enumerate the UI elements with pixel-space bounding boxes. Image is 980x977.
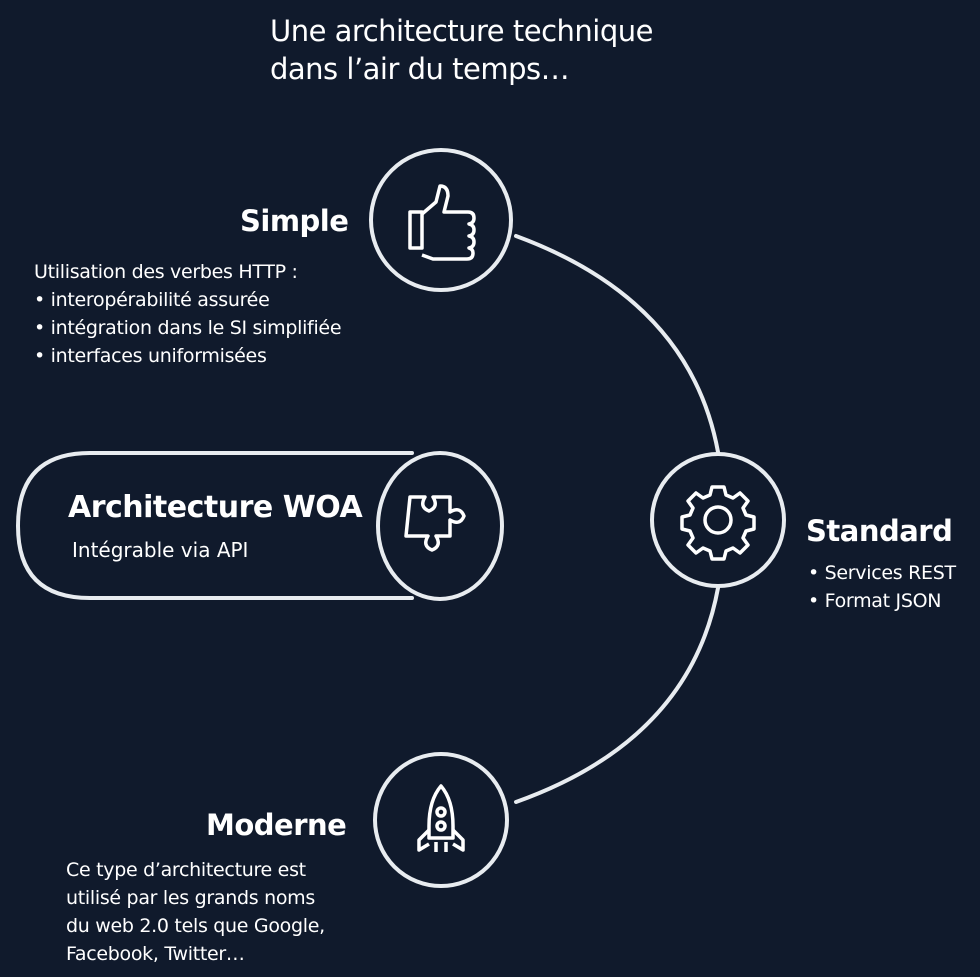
moderne-line: Ce type d’architecture est <box>66 859 306 881</box>
gear-icon <box>680 485 756 561</box>
simple-bullet: • interopérabilité assurée <box>34 289 270 311</box>
title-line-1: Une architecture technique <box>270 14 653 48</box>
standard-bullet: • Format JSON <box>808 590 942 612</box>
simple-bullet: • interfaces uniformisées <box>34 345 267 367</box>
simple-bullet: • intégration dans le SI simplifiée <box>34 317 342 339</box>
moderne-line: du web 2.0 tels que Google, <box>66 915 325 937</box>
woa-circle <box>376 451 504 601</box>
moderne-line: Facebook, Twitter… <box>66 943 245 965</box>
standard-bullet: • Services REST <box>808 562 956 584</box>
simple-heading: Simple <box>240 204 349 238</box>
thumbs-up-icon <box>408 184 476 261</box>
standard-text: • Services REST • Format JSON <box>808 559 956 615</box>
moderne-heading: Moderne <box>206 808 347 842</box>
standard-circle <box>650 452 786 588</box>
connector-arc-bottom <box>514 586 720 804</box>
rocket-icon <box>417 784 465 852</box>
puzzle-piece-icon <box>404 495 466 552</box>
simple-intro: Utilisation des verbes HTTP : <box>34 261 298 283</box>
woa-heading: Architecture WOA <box>68 490 363 525</box>
woa-subtitle: Intégrable via API <box>72 538 249 562</box>
moderne-text: Ce type d’architecture est utilisé par l… <box>66 856 325 968</box>
moderne-circle <box>373 752 509 888</box>
simple-circle <box>369 148 513 292</box>
page-title: Une architecture technique dans l’air du… <box>270 12 653 88</box>
standard-heading: Standard <box>806 514 953 548</box>
title-line-2: dans l’air du temps… <box>270 52 570 86</box>
moderne-line: utilisé par les grands noms <box>66 887 315 909</box>
woa-pill <box>15 451 414 600</box>
connector-arc-top <box>514 234 720 454</box>
simple-text: Utilisation des verbes HTTP : • interopé… <box>34 258 342 370</box>
